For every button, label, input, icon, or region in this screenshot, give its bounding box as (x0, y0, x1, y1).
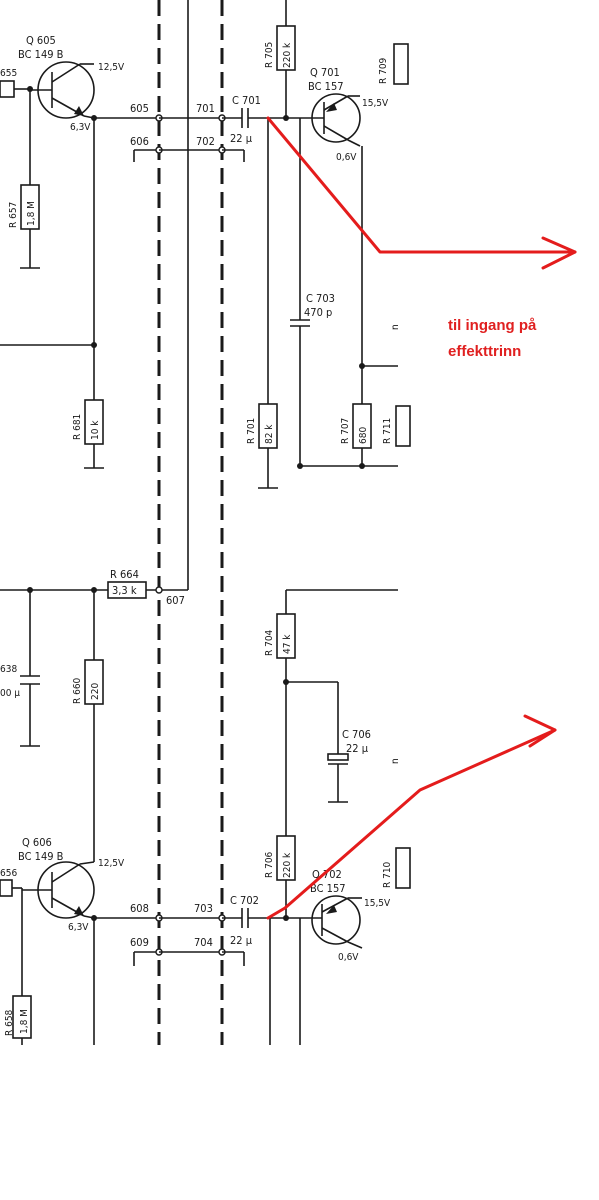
node-609: 609 (130, 936, 149, 949)
r660-ref: R 660 (72, 677, 83, 704)
c702-value: 22 µ (230, 934, 253, 947)
c703-value: 470 p (304, 306, 332, 319)
r711-ref: R 711 (382, 418, 393, 444)
r704-value: 47 k (282, 634, 293, 654)
r657-value: 1,8 M (26, 201, 37, 226)
c706-value: 22 µ (346, 742, 369, 755)
q702-type: BC 157 (310, 882, 346, 895)
r707-ref: R 707 (340, 418, 351, 444)
q701-ve: 15,5V (362, 98, 389, 109)
r681-ref: R 681 (72, 414, 83, 440)
r701-ref: R 701 (246, 418, 257, 444)
annotation-line2: effekttrinn (448, 343, 521, 360)
red-annotation: til ingang på effekttrinn (266, 116, 577, 920)
r681-value: 10 k (90, 420, 101, 440)
q701-type: BC 157 (308, 80, 344, 93)
node-703: 703 (194, 902, 213, 915)
q605-vc: 12,5V (98, 62, 125, 73)
middle-section: 638 00 µ R 660 220 R 704 47 k C 706 22 µ… (0, 587, 401, 862)
channel-bottom: Q 606 BC 149 B 12,5V 6,3V 656 R 658 1,8 … (0, 835, 411, 1045)
r701-value: 82 k (264, 424, 275, 444)
r664-value: 3,3 k (112, 584, 137, 597)
c703-ref: C 703 (306, 292, 335, 305)
node-608: 608 (130, 902, 149, 915)
q606-ve: 6,3V (68, 922, 89, 933)
r706-value: 220 k (282, 852, 293, 878)
q702-vb: 0,6V (338, 952, 359, 963)
q605-ve: 6,3V (70, 122, 91, 133)
c701-ref: C 701 (232, 94, 261, 107)
r656-body (0, 879, 13, 897)
r657-ref: R 657 (8, 202, 19, 228)
r664-ref: R 664 (110, 568, 139, 581)
q702-ve: 15,5V (364, 898, 391, 909)
annotation-line1: til ingang på (448, 317, 537, 334)
c706-body (327, 753, 349, 761)
q605-type: BC 149 B (18, 48, 64, 61)
node-605: 605 (130, 102, 149, 115)
q606-type: BC 149 B (18, 850, 64, 863)
arrow-top (266, 116, 577, 254)
node-607: 607 (166, 594, 185, 607)
c706-ref: C 706 (342, 728, 371, 741)
r710-body (395, 847, 411, 889)
c702-ref: C 702 (230, 894, 259, 907)
r711-body (395, 405, 411, 447)
q702-symbol (311, 895, 361, 945)
edge-mark-top: n (390, 324, 401, 330)
arrow-bottom (266, 728, 557, 920)
r660-value: 220 (90, 683, 101, 700)
r706-ref: R 706 (264, 851, 275, 878)
r658-ref: R 658 (4, 1009, 15, 1036)
q605-ref: Q 605 (26, 34, 56, 47)
r655-label: 655 (0, 68, 17, 79)
q606-vc: 12,5V (98, 858, 125, 869)
r704-ref: R 704 (264, 629, 275, 656)
r705-value: 220 k (282, 42, 293, 68)
c638-ref: 638 (0, 664, 17, 675)
c701-value: 22 µ (230, 132, 253, 145)
q701-ref: Q 701 (310, 66, 340, 79)
r705-ref: R 705 (264, 42, 275, 68)
r707-value: 680 (358, 427, 369, 444)
node-702: 702 (196, 135, 215, 148)
q701-symbol (311, 93, 361, 143)
r658-value: 1,8 M (19, 1009, 30, 1034)
q701-vb: 0,6V (336, 152, 357, 163)
node-704: 704 (194, 936, 213, 949)
r710-ref: R 710 (382, 861, 393, 888)
node-701: 701 (196, 102, 215, 115)
q606-ref: Q 606 (22, 836, 52, 849)
node-606: 606 (130, 135, 149, 148)
r656-label: 656 (0, 868, 17, 879)
r709-ref: R 709 (378, 57, 389, 84)
channel-top: Q 605 BC 149 B 12,5V 6,3V 655 R 657 1,8 … (0, 0, 411, 607)
r655-body (0, 80, 15, 98)
r709-body (393, 43, 409, 85)
c638-value: 00 µ (0, 688, 20, 699)
edge-mark-bottom: n (390, 758, 401, 764)
